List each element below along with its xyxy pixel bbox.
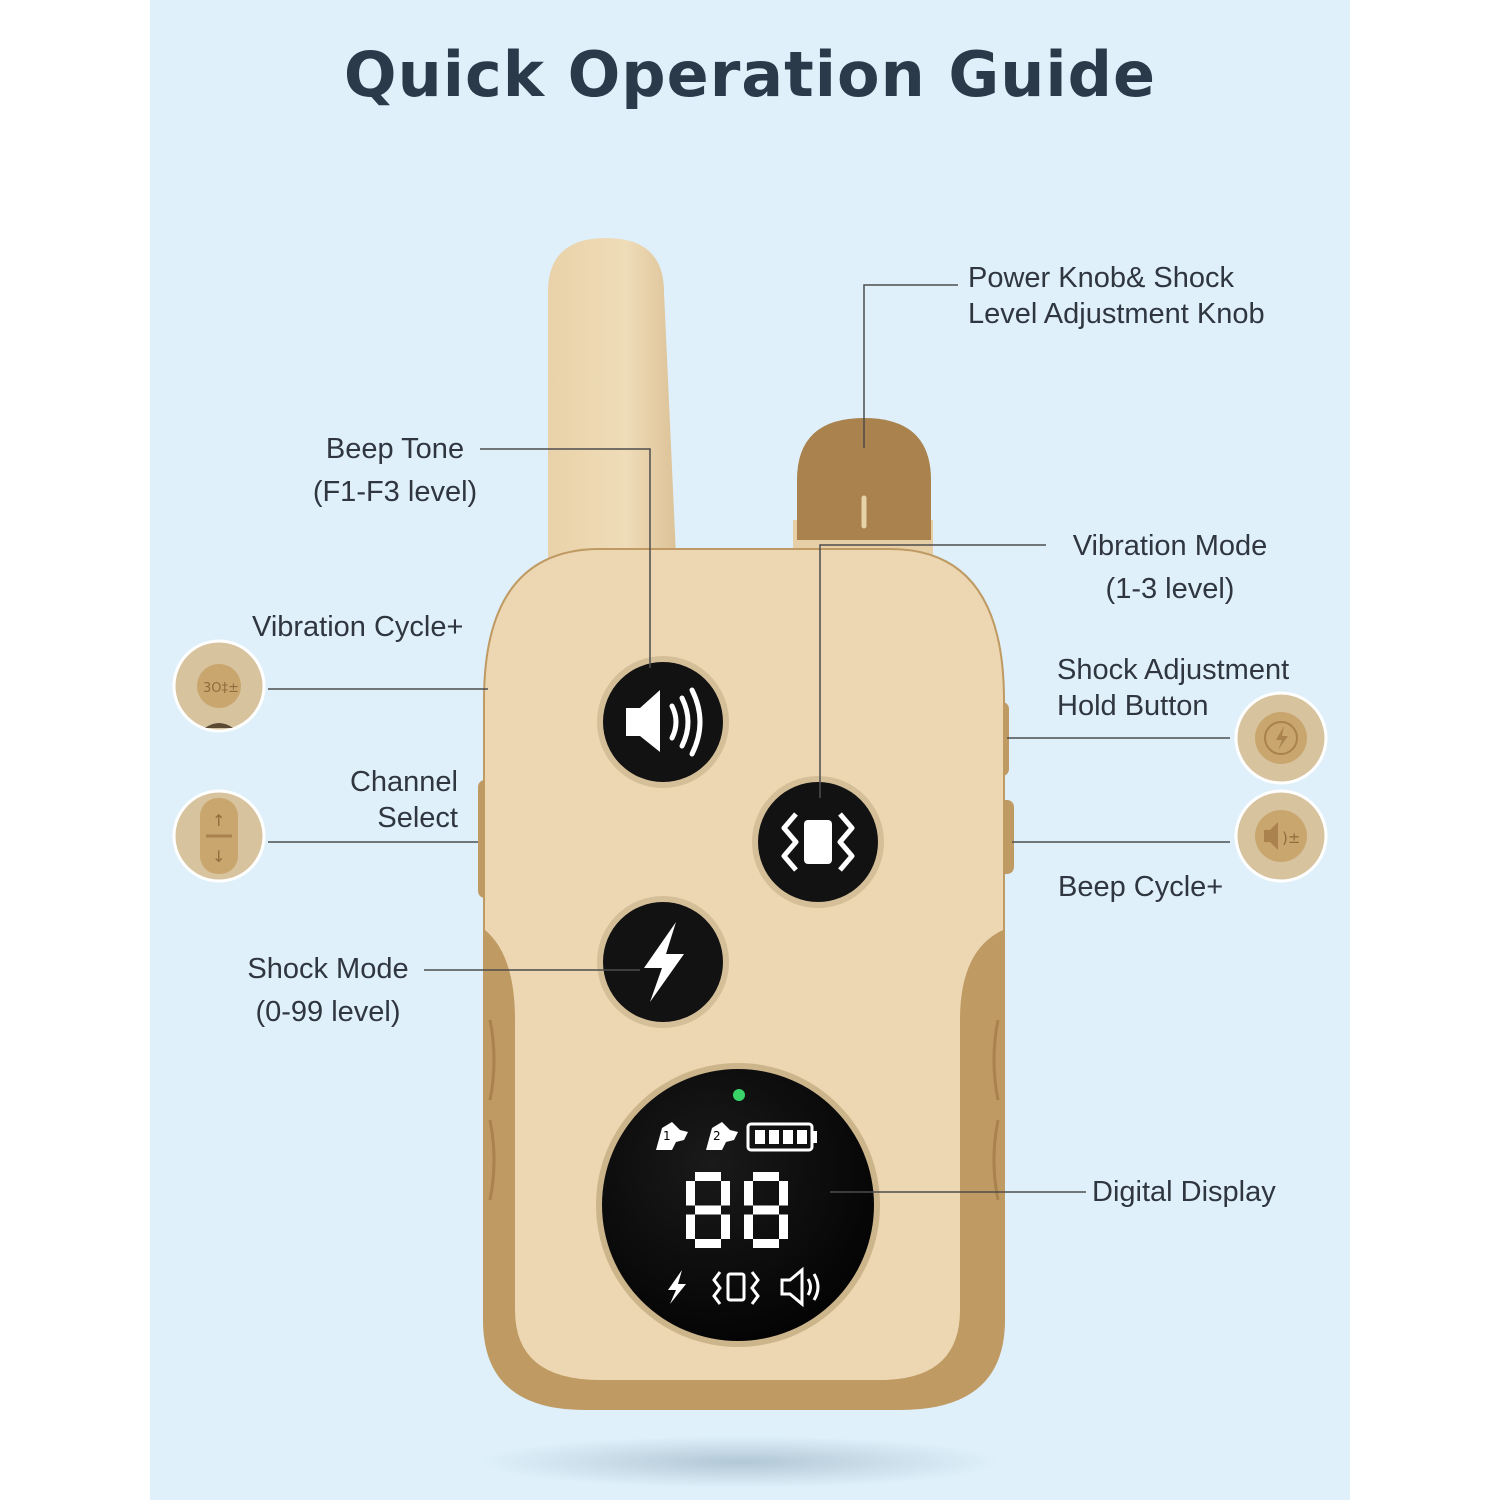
label-power-knob: Power Knob& Shock Level Adjustment Knob [968, 260, 1265, 332]
label-vibration-cycle: Vibration Cycle+ [252, 609, 463, 645]
digit-segment [695, 1239, 721, 1248]
label-digital-display-line1: Digital Display [1092, 1176, 1276, 1208]
digit-segment [721, 1214, 730, 1239]
shock-adjust-hold-zoom [1234, 691, 1328, 785]
label-shock-mode-line2: (0-99 level) [255, 996, 401, 1028]
display-speaker-icon [780, 1266, 820, 1308]
leader-power-knob [863, 284, 958, 448]
vibration-icon [781, 812, 855, 872]
beep-tone-button[interactable] [597, 656, 729, 788]
label-channel-select-line1: Channel [349, 766, 458, 798]
label-shock-adjust-hold: Shock Adjustment Hold Button [1057, 652, 1289, 724]
svg-text:3O‡±: 3O‡± [203, 681, 239, 696]
label-beep-cycle: Beep Cycle+ [1058, 869, 1223, 905]
beep-cycle-zoom: )± [1234, 789, 1328, 883]
channel-select-zoom: ↑ ↓ [172, 789, 266, 883]
label-vibration-mode: Vibration Mode (1-3 level) [1050, 525, 1290, 611]
label-power-knob-line2: Level Adjustment Knob [968, 298, 1265, 330]
display-vibration-icon [712, 1271, 760, 1305]
shock-button[interactable] [597, 896, 729, 1028]
label-channel-select-line2: Select [377, 802, 458, 834]
ground-shadow [480, 1436, 1000, 1488]
label-beep-tone-line2: (F1-F3 level) [312, 476, 478, 508]
digit-segment [753, 1239, 779, 1248]
display-digits-text: 88 [0, 0, 2, 1]
svg-text:2: 2 [713, 1129, 721, 1143]
svg-text:↑: ↑ [212, 811, 225, 830]
digit-segment [779, 1181, 788, 1206]
leader-vibration-mode [819, 544, 1046, 798]
svg-text:)±: )± [1282, 829, 1300, 847]
digit-segment [686, 1181, 695, 1206]
digital-display: 1 2 88 [0, 0, 880, 1347]
digit-segment [779, 1214, 788, 1239]
label-beep-tone: Beep Tone (F1-F3 level) [290, 428, 500, 514]
dog-1-icon [656, 1122, 688, 1150]
digit-segment [695, 1172, 721, 1181]
label-shock-adjust-line2: Hold Button [1057, 690, 1209, 722]
digit-segment [721, 1181, 730, 1206]
vibration-cycle-zoom: 3O‡± [172, 639, 266, 733]
label-vibration-mode-line2: (1-3 level) [1105, 573, 1235, 605]
label-shock-mode-line1: Shock Mode [247, 953, 409, 985]
label-power-knob-line1: Power Knob& Shock [968, 262, 1234, 294]
power-shock-knob[interactable] [793, 418, 933, 570]
speaker-icon [626, 687, 703, 757]
vibration-button[interactable] [752, 776, 884, 908]
label-shock-mode: Shock Mode (0-99 level) [228, 948, 428, 1034]
lightning-icon [644, 922, 684, 1002]
svg-text:↓: ↓ [212, 847, 225, 866]
digit-segment [744, 1181, 753, 1206]
digit-segment [686, 1214, 695, 1239]
seven-segment-digits [686, 1172, 788, 1248]
label-beep-cycle-line1: Beep Cycle+ [1058, 871, 1224, 903]
label-channel-select: Channel Select [300, 764, 458, 836]
label-vibration-cycle-line1: Vibration Cycle+ [252, 611, 464, 643]
dog-2-icon [706, 1122, 738, 1150]
label-vibration-mode-line1: Vibration Mode [1072, 530, 1268, 562]
label-digital-display: Digital Display [1092, 1174, 1276, 1210]
svg-text:1: 1 [663, 1129, 671, 1143]
leader-beep-tone [480, 448, 651, 668]
label-shock-adjust-line1: Shock Adjustment [1057, 654, 1290, 686]
digit-segment [753, 1205, 779, 1215]
digit-segment [753, 1172, 779, 1181]
digit-segment [695, 1205, 721, 1215]
label-beep-tone-line1: Beep Tone [325, 433, 465, 465]
antenna [548, 238, 678, 600]
page-title: Quick Operation Guide [343, 38, 1157, 111]
leader-lines [268, 284, 1230, 1193]
status-led [733, 1089, 745, 1101]
digit-segment [744, 1214, 753, 1239]
battery-icon [746, 1122, 817, 1152]
display-shock-icon [668, 1270, 686, 1304]
